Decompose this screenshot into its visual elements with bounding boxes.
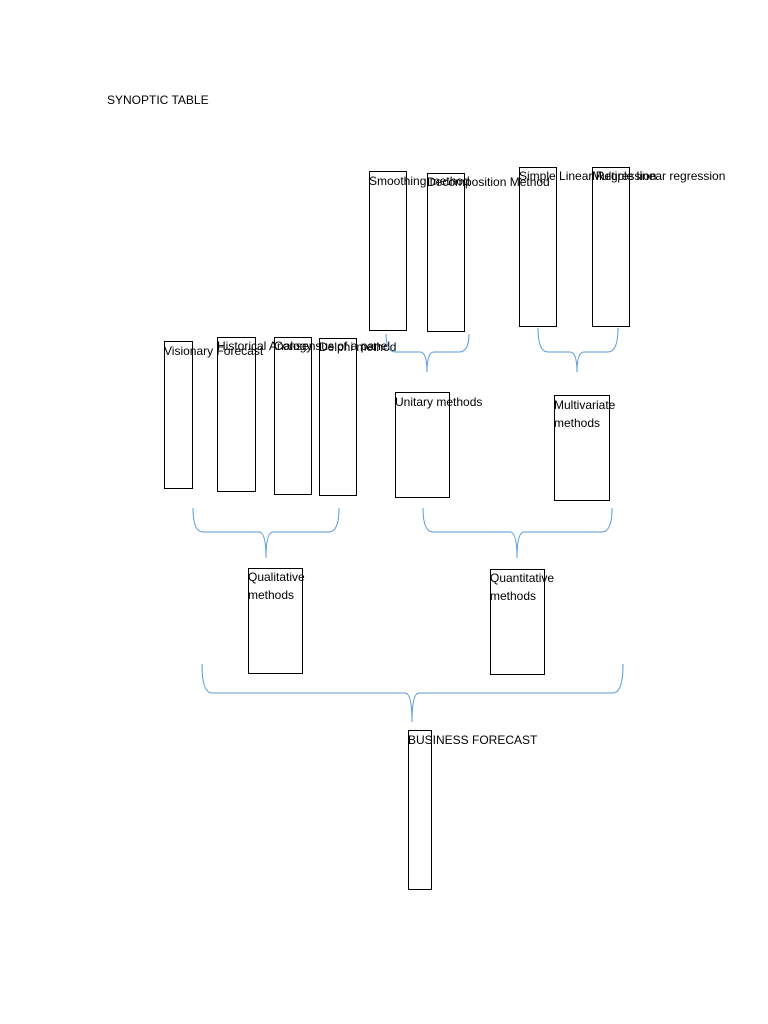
decomposition-box xyxy=(427,173,465,332)
visionary-box xyxy=(164,341,193,489)
quantitative-label: Quantitative methods xyxy=(490,571,555,603)
business-forecast-box xyxy=(408,730,432,890)
decomposition-label: Decomposition Method xyxy=(427,175,550,189)
brace-qualitative xyxy=(192,507,340,559)
multiple-regression-label: Multiple linear regression xyxy=(592,169,726,183)
consensus-label: Consensus of a panel xyxy=(274,339,391,353)
business-forecast-label: BUSINESS FORECAST xyxy=(408,733,538,747)
brace-business-forecast xyxy=(201,663,624,723)
delphi-label: Delphi method xyxy=(319,340,397,354)
unitary-box xyxy=(395,392,450,498)
delphi-box xyxy=(319,338,357,496)
unitary-label: Unitary methods xyxy=(395,395,483,409)
smoothing-label: Smoothing method xyxy=(369,174,470,188)
multivariate-box xyxy=(554,395,610,501)
multiple-regression-box xyxy=(592,167,630,327)
simple-regression-label: Simple Linear Regression xyxy=(519,169,657,183)
visionary-label: Visionary Forecast xyxy=(164,344,264,358)
consensus-box xyxy=(274,337,312,495)
qualitative-box xyxy=(248,568,303,674)
simple-regression-box xyxy=(519,167,557,327)
page-title: SYNOPTIC TABLE xyxy=(107,93,209,107)
brace-unitary xyxy=(385,333,470,373)
brace-multivariate xyxy=(537,327,619,373)
multivariate-label: Multivariate methods xyxy=(554,398,616,430)
historical-box xyxy=(217,337,256,492)
quantitative-box xyxy=(490,569,545,675)
historical-label: Historical Analogy xyxy=(217,339,313,353)
smoothing-box xyxy=(369,171,407,331)
brace-quantitative xyxy=(422,507,613,559)
qualitative-label: Qualitative methods xyxy=(248,570,305,602)
